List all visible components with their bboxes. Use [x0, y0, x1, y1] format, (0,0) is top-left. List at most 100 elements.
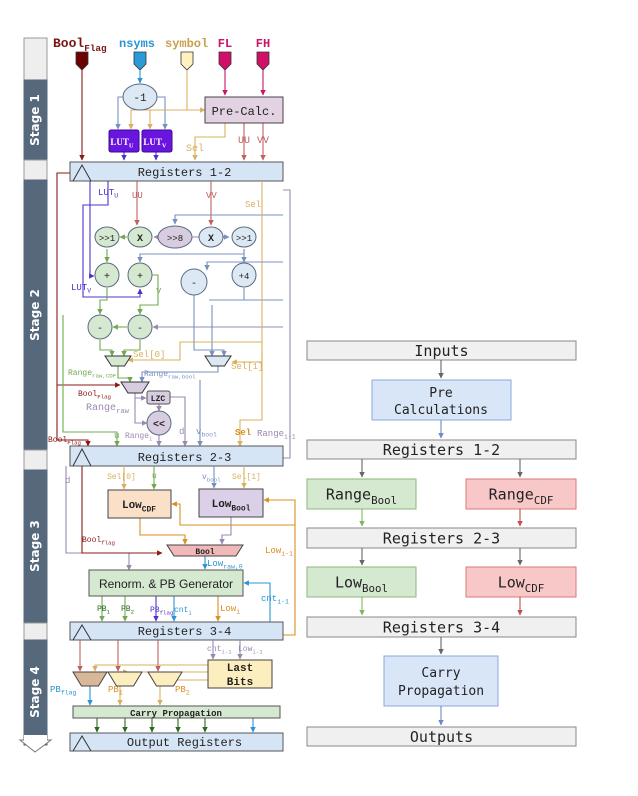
clock-triangle-icon — [72, 735, 92, 752]
input-fl-label-text: FL — [218, 37, 232, 51]
clock-triangle-icon — [72, 163, 92, 182]
v-label-2-text: v — [156, 286, 162, 296]
lzc-label: LZC — [151, 395, 166, 404]
cnt-i-minus-1-label-subscript: i-1 — [277, 599, 289, 606]
sel1-wire — [231, 350, 263, 365]
pb1-out-label-text: PB — [108, 685, 119, 695]
overview-carry-label-1: Carry — [421, 666, 460, 681]
bool-flag-label-2-subscript: Flag — [97, 393, 111, 400]
range-to-shr8-wire — [172, 214, 283, 225]
sel-label-1: Sel — [186, 143, 204, 155]
subtractor-c-label: - — [191, 279, 197, 290]
input-fl-label: FL — [218, 37, 232, 51]
registers-3-4 — [69, 621, 284, 641]
lut-u-label-subscript: U — [129, 143, 134, 150]
uu-label-2-text: UU — [132, 191, 143, 201]
low-i-label: Lowi — [220, 604, 240, 616]
lut-v-label-subscript: V — [162, 143, 167, 150]
low-i-minus-1-label: Lowi-1 — [265, 546, 293, 558]
stage-1-label: Stage 1 — [28, 94, 42, 146]
low-raw-0-label: Lowraw,0 — [207, 559, 243, 571]
d-label-3: d — [65, 476, 70, 486]
overview-registers-3-4-label: Registers 3-4 — [383, 618, 500, 636]
input-symbol-pin — [180, 51, 194, 71]
v-bool-label-2-text: v — [196, 427, 202, 437]
add-a-to-sub-wire — [97, 288, 108, 315]
overview-low-cdf-label-subscript: CDF — [525, 582, 545, 595]
pb1-label: PB1 — [97, 605, 111, 615]
bool-mux-label: Bool — [195, 548, 214, 557]
low-i-label-text: Low — [220, 604, 237, 614]
precalc-block — [204, 96, 284, 124]
registers-2-3-label-text: Registers 2-3 — [138, 451, 232, 465]
shift-right-1-a-label-text: >>1 — [99, 234, 115, 244]
pb-flag-out-label-subscript: flag — [61, 690, 77, 697]
range-i-label-subscript: i — [149, 435, 153, 442]
bool-flag-label-2: BoolFlag — [78, 390, 111, 400]
last-bits-block — [207, 659, 273, 689]
pb-flag-out-label-text: PB — [50, 685, 61, 695]
low-raw-0-label-subscript: raw,0 — [223, 564, 243, 571]
uu-label-1-text: UU — [238, 136, 250, 147]
sub-c-to-mux-wire — [193, 295, 215, 357]
sel1-label-3-text: Sel[1] — [232, 473, 261, 482]
lut-u-label-2: LUTU — [98, 188, 118, 200]
range-bool-wire — [139, 366, 219, 383]
overview-registers-1-2 — [306, 439, 577, 460]
last-bits-label-2-text: Bits — [227, 677, 253, 689]
low-i-minus-1-label-2-subscript: i-1 — [252, 648, 263, 655]
mux-to-lzc-wire — [134, 393, 147, 401]
stage-2-label: Stage 2 — [28, 289, 42, 341]
low-cdf-label: LowCDF — [122, 500, 156, 514]
d-label-3-text: d — [65, 476, 70, 486]
u-label-3: u — [152, 472, 157, 481]
range-raw-label-text: Range — [86, 403, 116, 414]
last-bits-label-2: Bits — [227, 677, 253, 689]
input-fh-pin — [256, 51, 270, 71]
input-bool-flag-label: BoolFlag — [53, 36, 107, 54]
subtractor-b-label: - — [137, 324, 143, 335]
stage-4-label: Stage 4 — [28, 666, 42, 718]
registers-3-4-label-text: Registers 3-4 — [138, 625, 232, 639]
lut-v-block — [141, 129, 173, 153]
shift-left-block — [146, 410, 172, 436]
overview-registers-2-3-label: Registers 2-3 — [383, 529, 500, 547]
bool-flag-label-4: Boolflag — [82, 536, 115, 546]
lut-u-label-2-text: LUT — [98, 188, 115, 198]
low-bool-to-mux-wire — [219, 517, 232, 545]
sel-label-1-text: Sel — [186, 143, 204, 155]
pb1-label-text: PB — [97, 605, 107, 614]
input-symbol-label: symbol — [165, 37, 208, 51]
low-cdf-label-subscript: CDF — [142, 505, 156, 514]
time-arrow-shaft — [24, 735, 47, 741]
d-label-2-text: d — [179, 427, 184, 437]
pb-flag-label-text: PB — [150, 606, 160, 615]
subtractor-c-label-text: - — [191, 279, 197, 290]
sel-label-3: Sel — [235, 428, 252, 438]
cnt-i-minus-1-label-2-subscript: i-1 — [221, 648, 232, 655]
overview-precalc — [371, 379, 512, 421]
lut-v-label-text: LUT — [143, 137, 162, 147]
lut-v-label-2: LUTV — [71, 283, 91, 295]
pb1-mux — [107, 671, 143, 687]
v-bool-label-2-subscript: bool — [201, 432, 217, 439]
overview-range-cdf — [465, 478, 577, 510]
low-i-minus-1-label-text: Low — [265, 546, 282, 556]
pb2-out-label: PB2 — [175, 685, 190, 697]
subtractor-a-label-text: - — [97, 324, 103, 335]
bool-mux-label-text: Bool — [195, 548, 214, 557]
overview-outputs-label-text: Outputs — [410, 728, 473, 746]
input-nsyms-label: nsyms — [119, 37, 155, 51]
pb-flag-mux — [72, 671, 108, 687]
lzc-label-text: LZC — [151, 395, 166, 404]
shift-to-add-b-wire — [137, 249, 245, 263]
range-i-minus-1-label-text: Range — [257, 429, 284, 439]
sel0-label: Sel[0] — [133, 350, 165, 360]
sel1-label-3: Sel[1] — [232, 473, 261, 482]
renorm-pb-generator-label-text: Renorm. & PB Generator — [99, 577, 233, 591]
v-label-2: v — [156, 286, 162, 296]
overview-outputs-label: Outputs — [410, 728, 473, 746]
input-fl-pin — [218, 51, 232, 71]
add-four-label-text: +4 — [239, 272, 250, 282]
